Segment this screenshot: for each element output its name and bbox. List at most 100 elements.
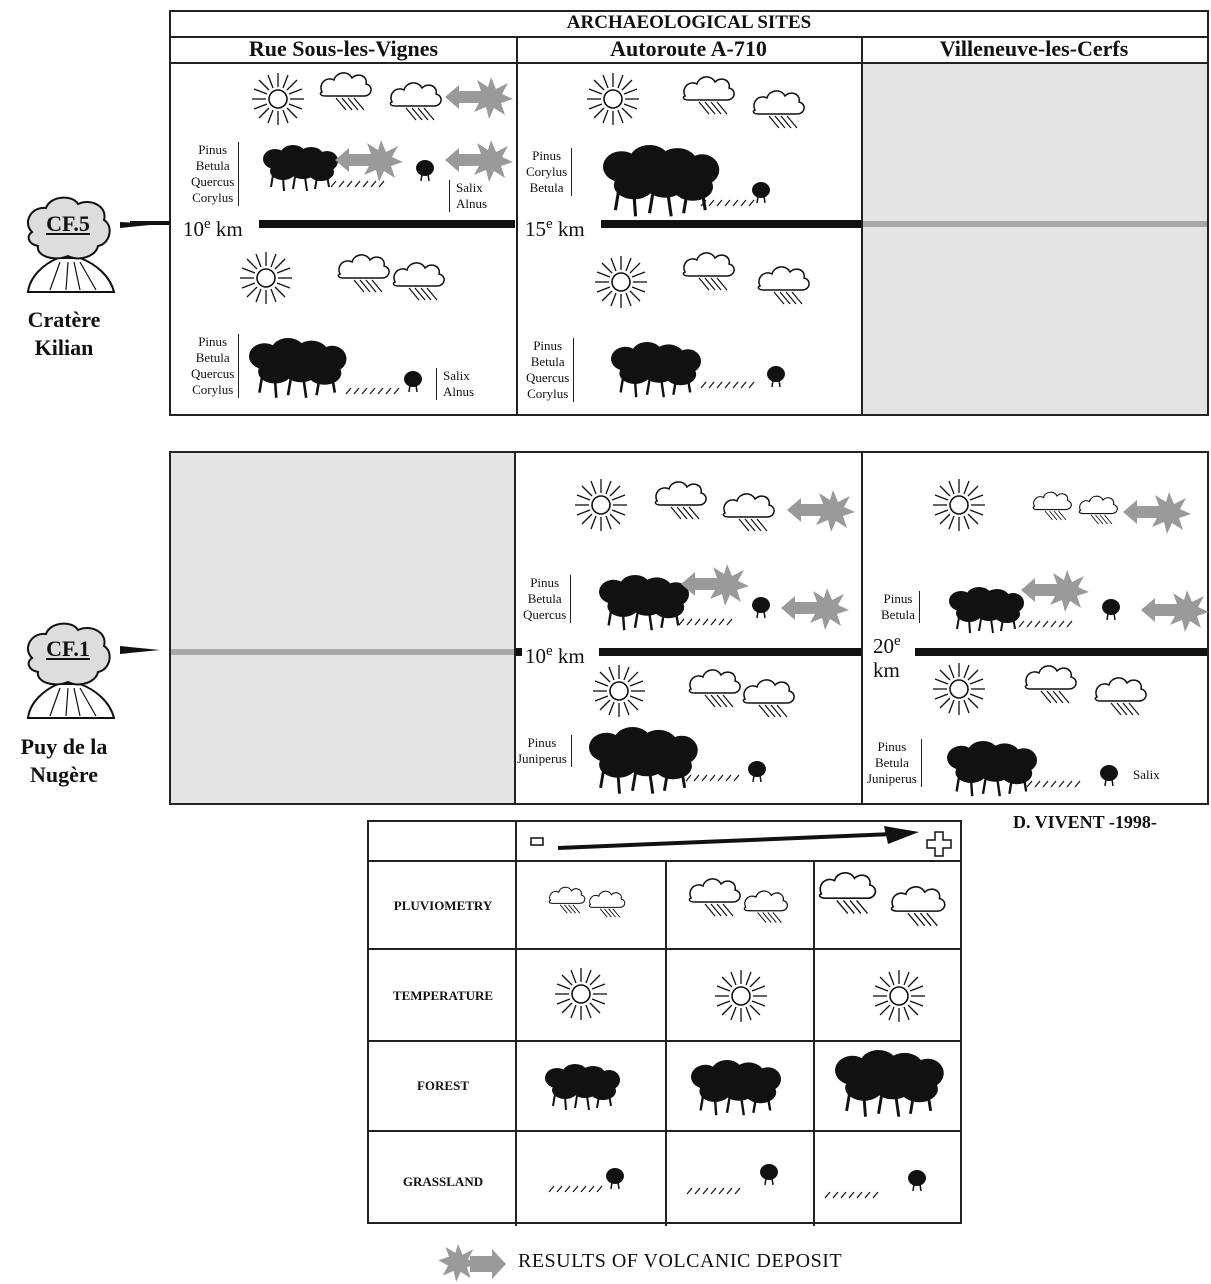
legend-row: GRASSLAND [369, 1130, 960, 1226]
volcano-icon [26, 622, 160, 719]
sun-icon [586, 72, 640, 126]
taxon: Quercus [191, 174, 235, 189]
distance-bar [259, 220, 515, 228]
taxon: Corylus [527, 386, 569, 401]
taxon: Pinus [527, 735, 557, 750]
forest-taxa-list: Pinus Betula Quercus [523, 575, 572, 623]
forest-icon [609, 340, 703, 399]
sun-icon [592, 664, 646, 718]
taxon: Betula [527, 591, 562, 606]
volcano-name-line: Nugère [29, 762, 99, 787]
taxon: Pinus [877, 739, 907, 754]
rain-cloud-icon [722, 493, 775, 532]
site-header-1: Rue Sous-les-Vignes [248, 36, 439, 61]
legend-cell [515, 1042, 517, 1132]
taxon: Pinus [532, 148, 562, 163]
plus-icon [926, 831, 952, 857]
shrub-icon [751, 181, 771, 204]
shrub-icon [1101, 598, 1121, 621]
forest-taxa-list: Pinus Juniperus [517, 735, 572, 767]
legend-row: PLUVIOMETRY [369, 860, 960, 950]
panel-crater-kilian: ARCHAEOLOGICAL SITES Rue Sous-les-Vignes… [169, 10, 1209, 416]
taxon: Quercus [191, 366, 235, 381]
volcano-name-line: Puy de la [20, 734, 108, 759]
legend-cell [665, 950, 667, 1042]
forest-icon [945, 739, 1039, 798]
distance-bar [911, 648, 1207, 656]
sun-icon [594, 255, 648, 309]
forest-taxa-list: Pinus Corylus Betula [526, 148, 573, 196]
legend-cell [813, 950, 815, 1042]
grassland-taxa-list: Salix Alnus [436, 368, 474, 400]
site-header-3: Villeneuve-les-Cerfs [939, 36, 1129, 61]
sun-icon [239, 251, 293, 305]
rain-cloud-icon [742, 679, 795, 718]
volcano-icon [26, 196, 160, 293]
distance-number: 10 [525, 644, 546, 668]
distance-label: 15e km [523, 212, 587, 241]
sun-icon [872, 969, 926, 1023]
distance-bar-shaded [171, 649, 514, 655]
shrub-icon [1099, 764, 1119, 787]
taxon: Corylus [192, 382, 234, 397]
volcanic-effect-icon [787, 490, 855, 532]
distance-bar [601, 220, 861, 228]
forest-taxa-list: Pinus Betula Quercus Corylus [526, 338, 575, 402]
taxon: Quercus [526, 370, 570, 385]
sun-icon [251, 72, 305, 126]
taxon: Salix [443, 368, 470, 383]
minus-icon [530, 837, 544, 846]
distance-number: 15 [525, 217, 546, 241]
legend-row-label: PLUVIOMETRY [393, 898, 493, 913]
distance-label: 20e km [871, 629, 915, 682]
grassland-icon [700, 381, 755, 389]
legend-cell [515, 862, 517, 950]
rain-cloud-icon [757, 266, 810, 305]
distance-unit: km [215, 217, 243, 241]
volcano-name-line: Kilian [34, 335, 94, 360]
volcano-badge: CF.5 [46, 211, 90, 236]
sun-icon [554, 967, 608, 1021]
grassland-icon [824, 1191, 879, 1199]
distance-number: 20 [873, 634, 894, 658]
forest-icon [833, 1048, 946, 1119]
shaded-no-data-area [171, 453, 514, 803]
distance-ordinal: e [546, 643, 553, 659]
grassland-taxon: Salix [1133, 767, 1160, 782]
distance-bar [599, 648, 861, 656]
rain-cloud-icon [1032, 491, 1072, 521]
sun-icon [574, 478, 628, 532]
rain-cloud-icon [682, 252, 735, 291]
sun-icon [932, 478, 986, 532]
legend-cell [515, 1132, 517, 1226]
grassland-icon [330, 180, 385, 188]
volcano-name-line: Cratère [27, 307, 101, 332]
volcano-name: Cratère Kilian [4, 306, 124, 362]
header-divider [171, 36, 1207, 38]
legend-row-label: GRASSLAND [402, 1174, 484, 1189]
sun-icon [932, 662, 986, 716]
distance-unit: km [557, 217, 585, 241]
taxon: Betula [874, 755, 909, 770]
forest-icon [948, 586, 1025, 634]
rain-cloud-icon [654, 481, 707, 520]
taxon: Corylus [192, 190, 234, 205]
forest-icon [544, 1063, 621, 1111]
volcano-pointer-line [130, 221, 170, 225]
volcano-name: Puy de la Nugère [4, 733, 124, 789]
taxon: Corylus [526, 164, 568, 179]
forest-icon [587, 725, 700, 796]
taxon: Alnus [456, 196, 488, 211]
rain-cloud-icon [688, 669, 741, 708]
column-divider [861, 36, 863, 414]
volcanic-effect-icon [1021, 570, 1089, 612]
sun-icon [714, 969, 768, 1023]
shrub-icon [759, 1163, 779, 1186]
legend-corner-cell [369, 822, 517, 862]
taxon: Juniperus [517, 751, 567, 766]
distance-ordinal: e [204, 216, 211, 232]
volcanic-effect-icon [681, 564, 749, 606]
distance-label: 10e km [523, 639, 587, 668]
volcanic-effect-icon [781, 588, 849, 630]
rain-cloud-icon [682, 76, 735, 115]
